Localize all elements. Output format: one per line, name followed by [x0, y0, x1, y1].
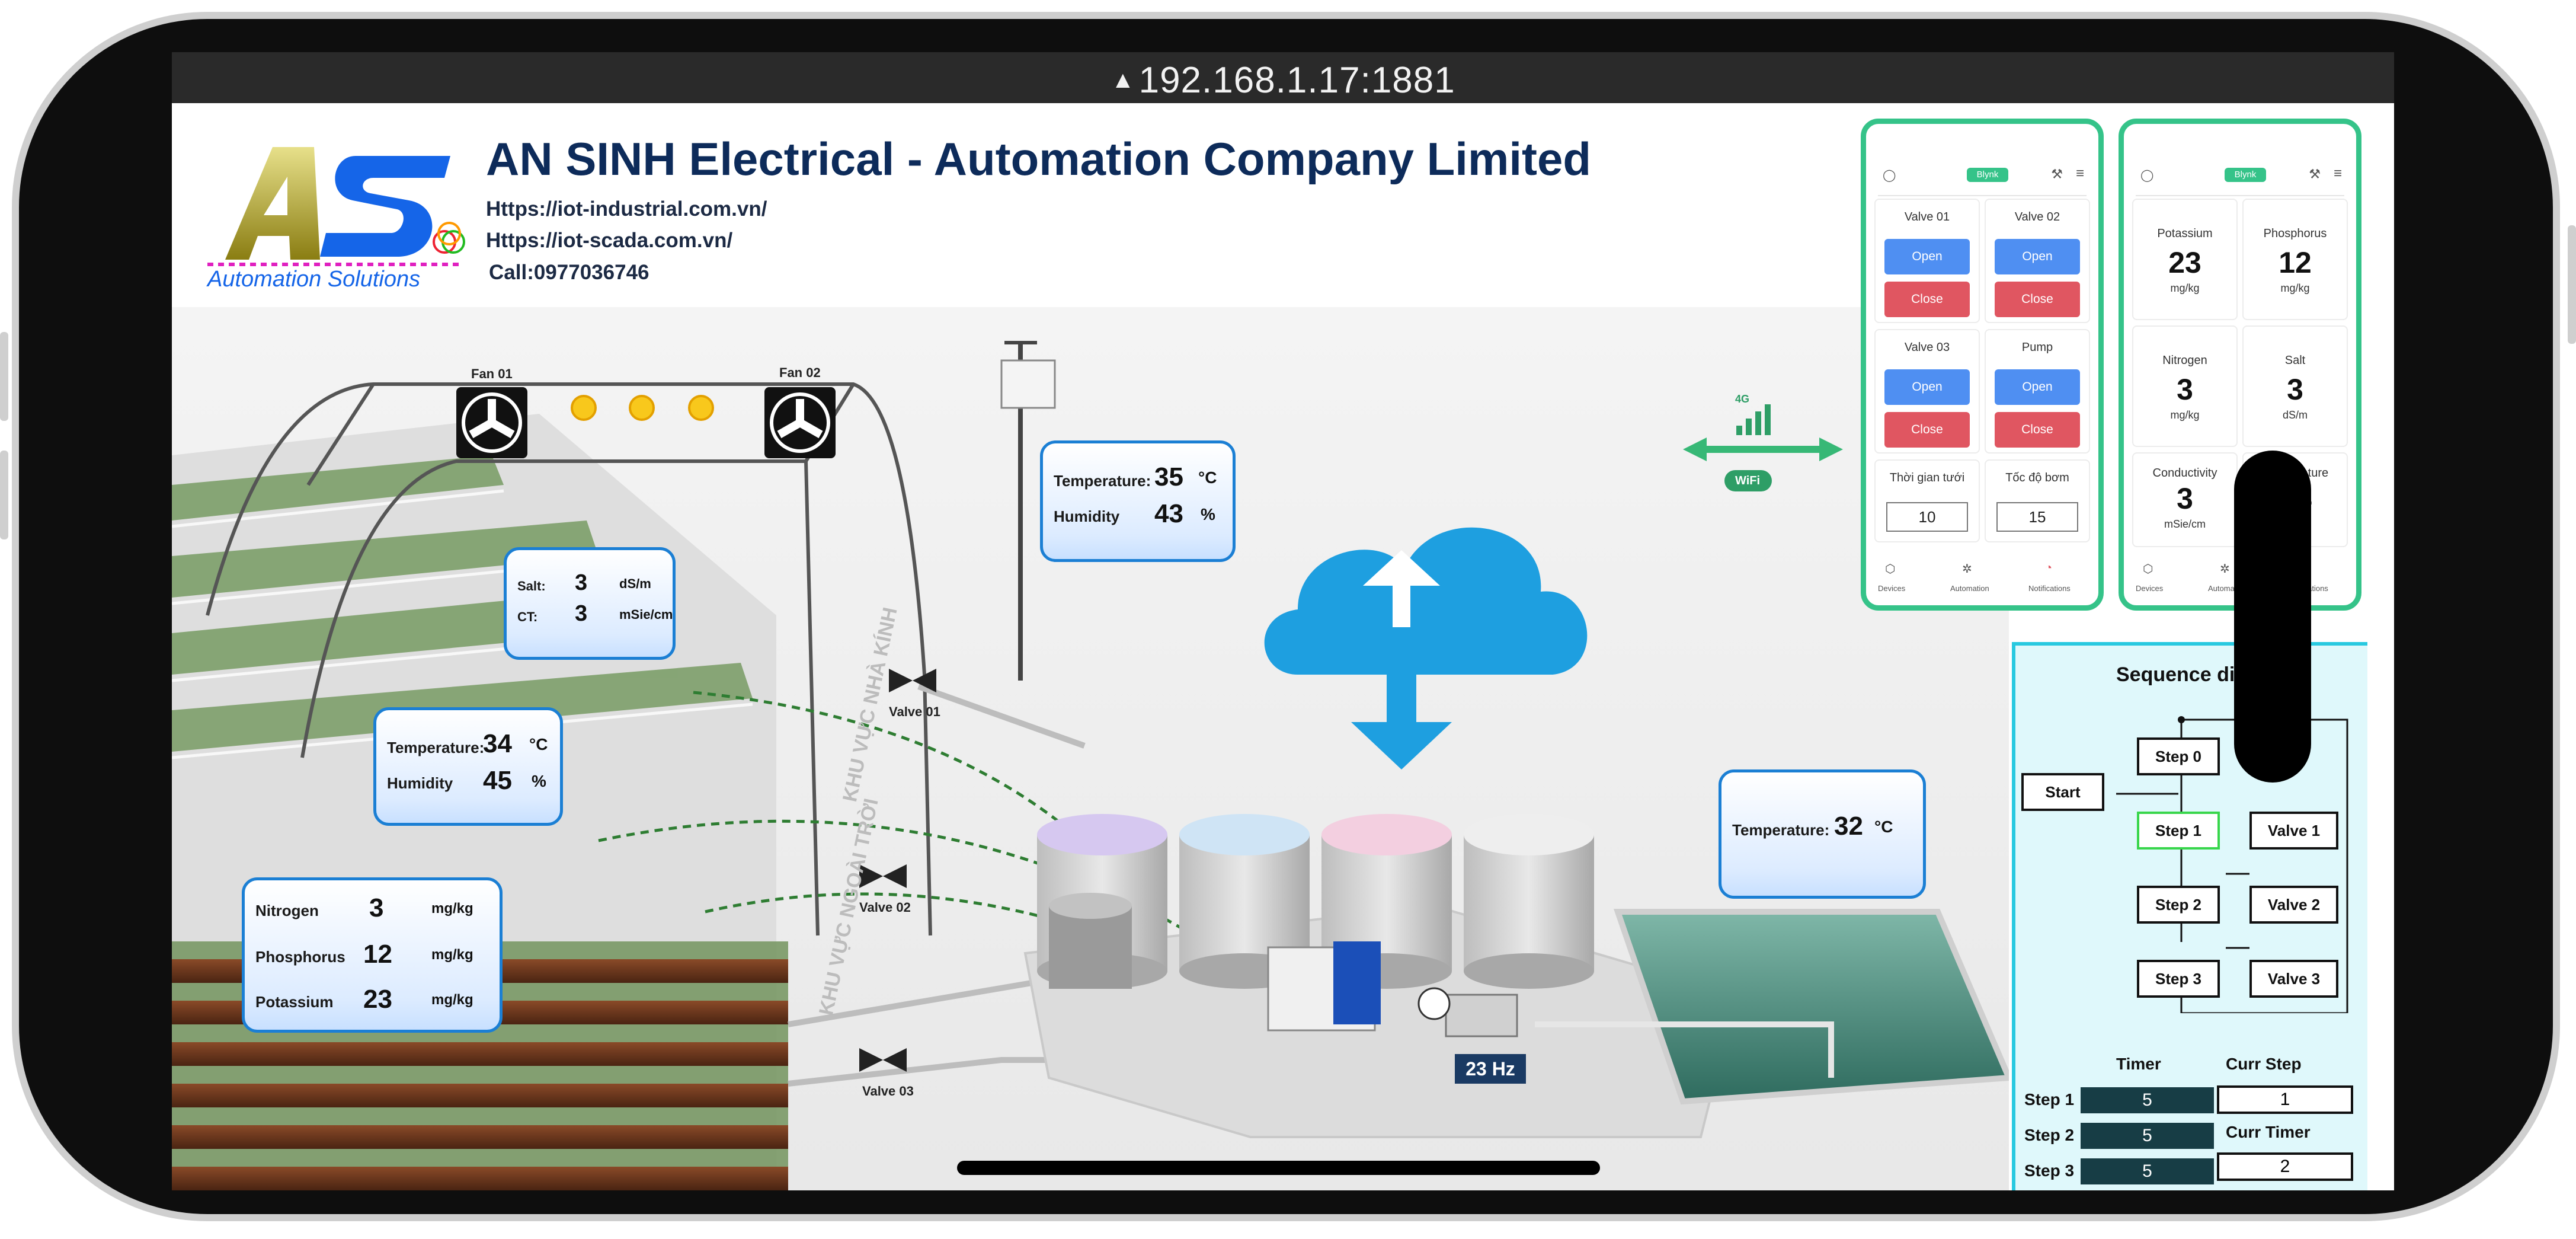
step-1-box: Step 1: [2137, 812, 2220, 850]
curr-timer-header: Curr Timer: [2226, 1123, 2311, 1141]
fan-label-1: Fan 01: [471, 366, 513, 381]
step-2-box: Step 2: [2137, 886, 2220, 924]
home-indicator[interactable]: [957, 1161, 1600, 1175]
user-icon[interactable]: ◯: [2140, 169, 2154, 182]
weather-station: [1000, 341, 1056, 681]
power-button: [2568, 225, 2576, 344]
automation-icon[interactable]: ✲: [1962, 563, 1972, 576]
current-step-value: 1: [2217, 1085, 2353, 1114]
phosphorus-metric: Phosphorus 12 mg/kg: [2242, 199, 2348, 320]
salt-ct-bubble: Salt: 3 dS/m CT: 3 mSie/cm: [504, 547, 676, 660]
notifications-icon[interactable]: ◔: [2045, 561, 2053, 574]
timer-header: Timer: [2116, 1055, 2161, 1073]
logo-tagline: Automation Solutions: [207, 267, 421, 292]
current-timer-value: 2: [2217, 1152, 2353, 1181]
wrench-icon[interactable]: ⚒: [2309, 167, 2321, 181]
valve-03-close-button[interactable]: Close: [1884, 412, 1970, 448]
timer-row-label: Step 1: [2024, 1090, 2075, 1109]
greenhouse-climate-bubble: Temperature: 34 °C Humidity 45 %: [373, 707, 563, 826]
bottom-nav: ⬡ ✲ ◔ Devices Automation Notifications: [1873, 561, 2091, 597]
warning-icon: ▲: [1111, 67, 1135, 93]
valve-01-tile: Valve 01 Open Close: [1874, 199, 1980, 323]
pump-tile: Pump Open Close: [1985, 329, 2090, 454]
valve-label-3: Valve 03: [862, 1084, 914, 1099]
menu-icon[interactable]: ≡: [2075, 165, 2084, 181]
fan-label-2: Fan 02: [779, 365, 821, 380]
valve-03-open-button[interactable]: Open: [1884, 369, 1970, 405]
valve-01-close-button[interactable]: Close: [1884, 282, 1970, 317]
menu-icon[interactable]: ≡: [2333, 165, 2342, 181]
timer-row-label: Step 3: [2024, 1161, 2075, 1180]
nav-devices[interactable]: Devices: [2136, 584, 2164, 593]
potassium-metric: Potassium 23 mg/kg: [2132, 199, 2238, 320]
valve-2-box: Valve 2: [2249, 886, 2338, 924]
valve-3-box: Valve 3: [2249, 960, 2338, 998]
pump-open-button[interactable]: Open: [1995, 369, 2080, 405]
wifi-icon: [1724, 470, 1772, 491]
valve-label-1: Valve 01: [889, 704, 940, 719]
start-box: Start: [2021, 773, 2104, 811]
valve-02-open-button[interactable]: Open: [1995, 239, 2080, 274]
valve-02-close-button[interactable]: Close: [1995, 282, 2080, 317]
valve-icon: [859, 669, 936, 1072]
signal-icon: [1736, 404, 1771, 435]
irrigation-time-input[interactable]: 10: [1886, 502, 1968, 532]
nav-devices[interactable]: Devices: [1878, 584, 1906, 593]
fan-icon: [456, 387, 836, 458]
valve-label-2: Valve 02: [859, 900, 911, 915]
blynk-logo: Blynk: [1967, 168, 2008, 182]
automation-icon[interactable]: ✲: [2220, 563, 2230, 576]
tank-temperature-bubble: Temperature: 32 °C: [1719, 769, 1926, 899]
curr-step-header: Curr Step: [2226, 1055, 2302, 1073]
volume-down-button: [0, 451, 8, 539]
screen: ▲192.168.1.17:1881 Automation Solutions …: [172, 52, 2394, 1190]
outdoor-climate-bubble: Temperature: 35 °C Humidity 43 %: [1040, 440, 1236, 562]
pump-speed-tile: Tốc độ bơm 15: [1985, 459, 2090, 542]
website-link-2[interactable]: Https://iot-scada.com.vn/: [486, 229, 733, 252]
salt-metric: Salt 3 dS/m: [2242, 325, 2348, 447]
company-logo: Automation Solutions: [201, 135, 468, 295]
pump-close-button[interactable]: Close: [1995, 412, 2080, 448]
company-name: AN SINH Electrical - Automation Company …: [486, 133, 1591, 185]
timer-row-label: Step 2: [2024, 1126, 2075, 1144]
irrigation-time-tile: Thời gian tưới 10: [1874, 459, 1980, 542]
valve-02-tile: Valve 02 Open Close: [1985, 199, 2090, 323]
nav-automation[interactable]: Automation: [1950, 584, 1989, 593]
blynk-control-panel: ◯ Blynk ⚒ ≡ Valve 01 Open Close Valve 02…: [1861, 119, 2104, 611]
devices-icon[interactable]: ⬡: [2143, 563, 2153, 576]
step-3-box: Step 3: [2137, 960, 2220, 998]
step-3-timer-input[interactable]: 5: [2081, 1158, 2214, 1184]
network-label: 4G: [1735, 393, 1750, 405]
nav-notifications[interactable]: Notifications: [2028, 584, 2071, 593]
website-link-1[interactable]: Https://iot-industrial.com.vn/: [486, 197, 767, 221]
phone-number: Call:0977036746: [489, 261, 649, 284]
step-2-timer-input[interactable]: 5: [2081, 1123, 2214, 1149]
npk-bubble: Nitrogen 3 mg/kg Phosphorus 12 mg/kg Pot…: [242, 877, 503, 1033]
devices-icon[interactable]: ⬡: [1885, 563, 1896, 576]
wifi-label: WiFi: [1735, 474, 1761, 487]
step-1-timer-input[interactable]: 5: [2081, 1087, 2214, 1113]
address-bar[interactable]: ▲192.168.1.17:1881: [172, 52, 2394, 103]
app-header: ◯ Blynk ⚒ ≡: [2136, 159, 2344, 196]
blynk-logo: Blynk: [2225, 168, 2266, 182]
nitrogen-metric: Nitrogen 3 mg/kg: [2132, 325, 2238, 447]
url-text[interactable]: ▲192.168.1.17:1881: [1111, 60, 1455, 101]
valve-03-tile: Valve 03 Open Close: [1874, 329, 1980, 454]
step-0-box: Step 0: [2137, 737, 2220, 775]
app-header: ◯ Blynk ⚒ ≡: [1878, 159, 2087, 196]
valve-01-open-button[interactable]: Open: [1884, 239, 1970, 274]
pump-frequency: 23 Hz: [1455, 1054, 1526, 1084]
wrench-icon[interactable]: ⚒: [2051, 167, 2063, 181]
sequence-diagram-panel: Sequence diagram Start Step 0 Step 1 Ste…: [2012, 642, 2367, 1190]
camera-notch: [2234, 451, 2311, 783]
volume-up-button: [0, 332, 8, 421]
valve-1-box: Valve 1: [2249, 812, 2338, 850]
farm-scene: Fan 01 Fan 02 Valve 01 Valve 02 Valve 03…: [172, 307, 2009, 1190]
pump-speed-input[interactable]: 15: [1996, 502, 2078, 532]
conductivity-metric: Conductivity 3 mSie/cm: [2132, 452, 2238, 547]
user-icon[interactable]: ◯: [1883, 169, 1896, 182]
